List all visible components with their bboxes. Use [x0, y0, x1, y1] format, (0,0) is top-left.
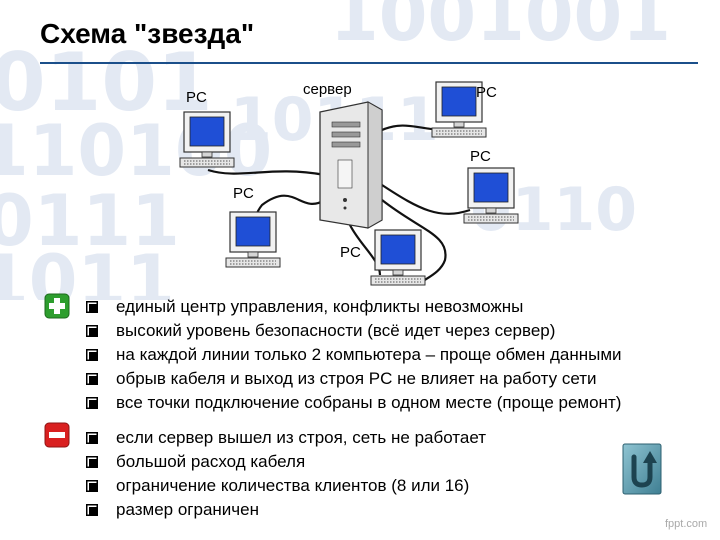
disadvantage-text: если сервер вышел из строя, сеть не рабо… [116, 428, 487, 447]
pc-icon [463, 167, 519, 224]
pc-icon [225, 211, 281, 268]
svg-text:1011: 1011 [0, 240, 175, 300]
advantage-text: единый центр управления, конфликты невоз… [116, 297, 524, 316]
checkbox-bullet-icon [86, 349, 98, 361]
return-arrow-icon [631, 451, 657, 488]
server-icon [319, 101, 383, 229]
disadvantages-list: если сервер вышел из строя, сеть не рабо… [86, 426, 486, 522]
pc-icon [179, 111, 235, 168]
title-underline [40, 62, 698, 64]
list-item: высокий уровень безопасности (всё идет ч… [86, 319, 622, 343]
advantage-text: обрыв кабеля и выход из строя PC не влия… [116, 369, 597, 388]
star-network-diagram: сервер PC PC PC PC PC [179, 81, 519, 286]
plus-icon [44, 293, 70, 319]
checkbox-bullet-icon [86, 397, 98, 409]
return-button[interactable] [622, 443, 662, 495]
checkbox-bullet-icon [86, 301, 98, 313]
list-item: большой расход кабеля [86, 450, 486, 474]
svg-text:0111: 0111 [0, 180, 180, 262]
pc-label: PC [476, 84, 497, 101]
pc-label: PC [470, 148, 491, 165]
advantage-text: высокий уровень безопасности (всё идет ч… [116, 321, 556, 340]
minus-icon [44, 422, 70, 448]
advantage-text: все точки подключение собраны в одном ме… [116, 393, 622, 412]
checkbox-bullet-icon [86, 325, 98, 337]
checkbox-bullet-icon [86, 480, 98, 492]
disadvantage-text: размер ограничен [116, 500, 259, 519]
svg-text:1001001: 1001001 [330, 0, 671, 57]
disadvantage-text: ограничение количества клиентов (8 или 1… [116, 476, 470, 495]
server-label: сервер [303, 81, 352, 98]
list-item: если сервер вышел из строя, сеть не рабо… [86, 426, 486, 450]
list-item: размер ограничен [86, 498, 486, 522]
checkbox-bullet-icon [86, 504, 98, 516]
checkbox-bullet-icon [86, 373, 98, 385]
watermark: fppt.com [665, 518, 708, 530]
advantages-list: единый центр управления, конфликты невоз… [86, 295, 622, 415]
pc-label: PC [233, 185, 254, 202]
disadvantage-text: большой расход кабеля [116, 452, 306, 471]
checkbox-bullet-icon [86, 432, 98, 444]
pc-icon [370, 229, 426, 286]
list-item: обрыв кабеля и выход из строя PC не влия… [86, 367, 622, 391]
slide-title: Схема "звезда" [40, 18, 255, 49]
advantage-text: на каждой линии только 2 компьютера – пр… [116, 345, 622, 364]
pc-label: PC [340, 244, 361, 261]
list-item: ограничение количества клиентов (8 или 1… [86, 474, 486, 498]
list-item: на каждой линии только 2 компьютера – пр… [86, 343, 622, 367]
list-item: единый центр управления, конфликты невоз… [86, 295, 622, 319]
checkbox-bullet-icon [86, 456, 98, 468]
list-item: все точки подключение собраны в одном ме… [86, 391, 622, 415]
pc-label: PC [186, 89, 207, 106]
svg-text:0101: 0101 [0, 36, 213, 129]
